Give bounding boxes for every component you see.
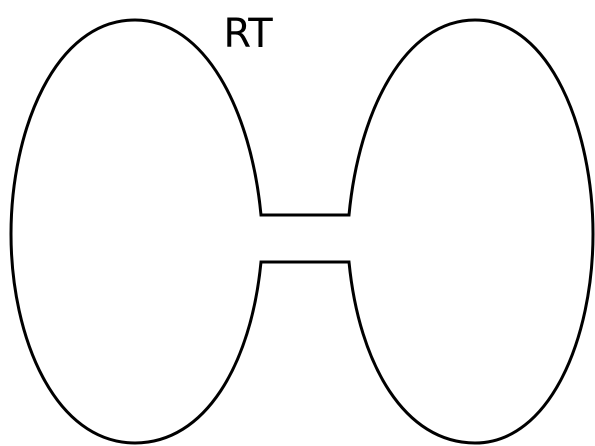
region-label: RT: [223, 11, 273, 57]
dumbbell-outline: [11, 20, 593, 443]
